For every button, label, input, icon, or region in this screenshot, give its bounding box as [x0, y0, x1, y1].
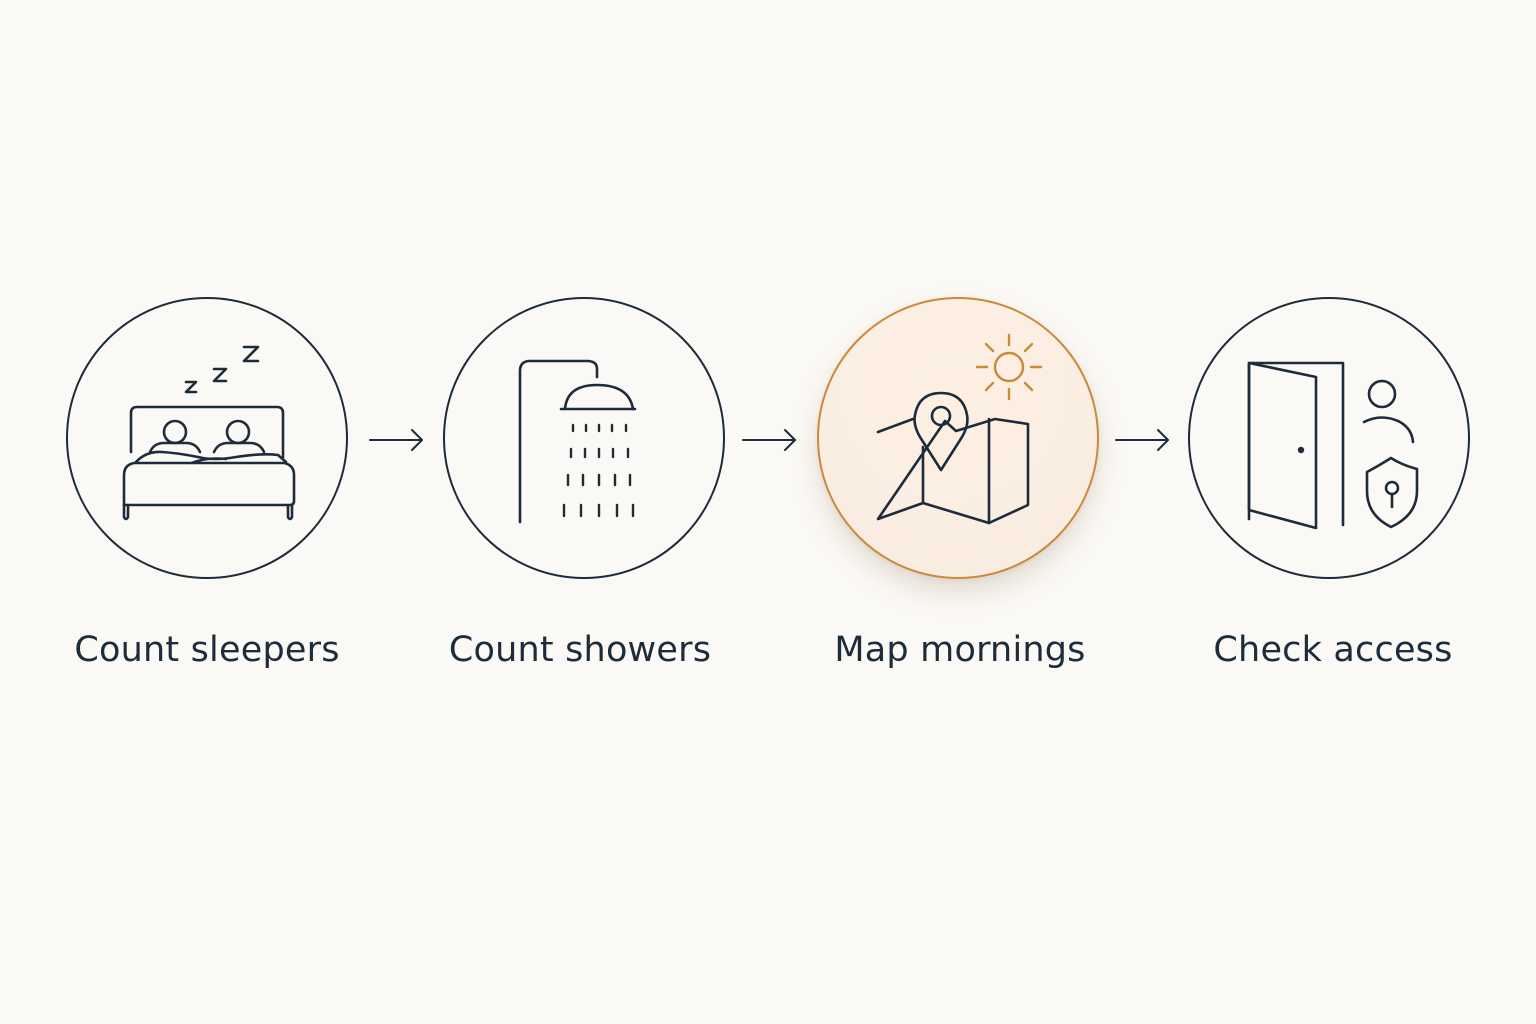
step-circle [66, 297, 348, 579]
step-count-sleepers [66, 297, 348, 579]
bed-sleeping-icon [122, 345, 296, 521]
map-pin-sun-icon [876, 333, 1043, 525]
shower-icon [518, 359, 637, 524]
arrow-right-icon [742, 429, 796, 451]
arrow-right-icon [1115, 429, 1169, 451]
door-person-shield-icon [1247, 361, 1419, 530]
step-label: Check access [1213, 630, 1453, 670]
step-check-access [1188, 297, 1470, 579]
step-circle-highlighted [817, 297, 1099, 579]
step-circle [1188, 297, 1470, 579]
arrow-right-icon [369, 429, 423, 451]
step-label: Count showers [448, 630, 712, 670]
step-label: Map mornings [834, 630, 1086, 670]
step-circle [443, 297, 725, 579]
step-label: Count sleepers [74, 630, 340, 670]
step-count-showers [443, 297, 725, 579]
step-map-mornings [817, 297, 1099, 579]
